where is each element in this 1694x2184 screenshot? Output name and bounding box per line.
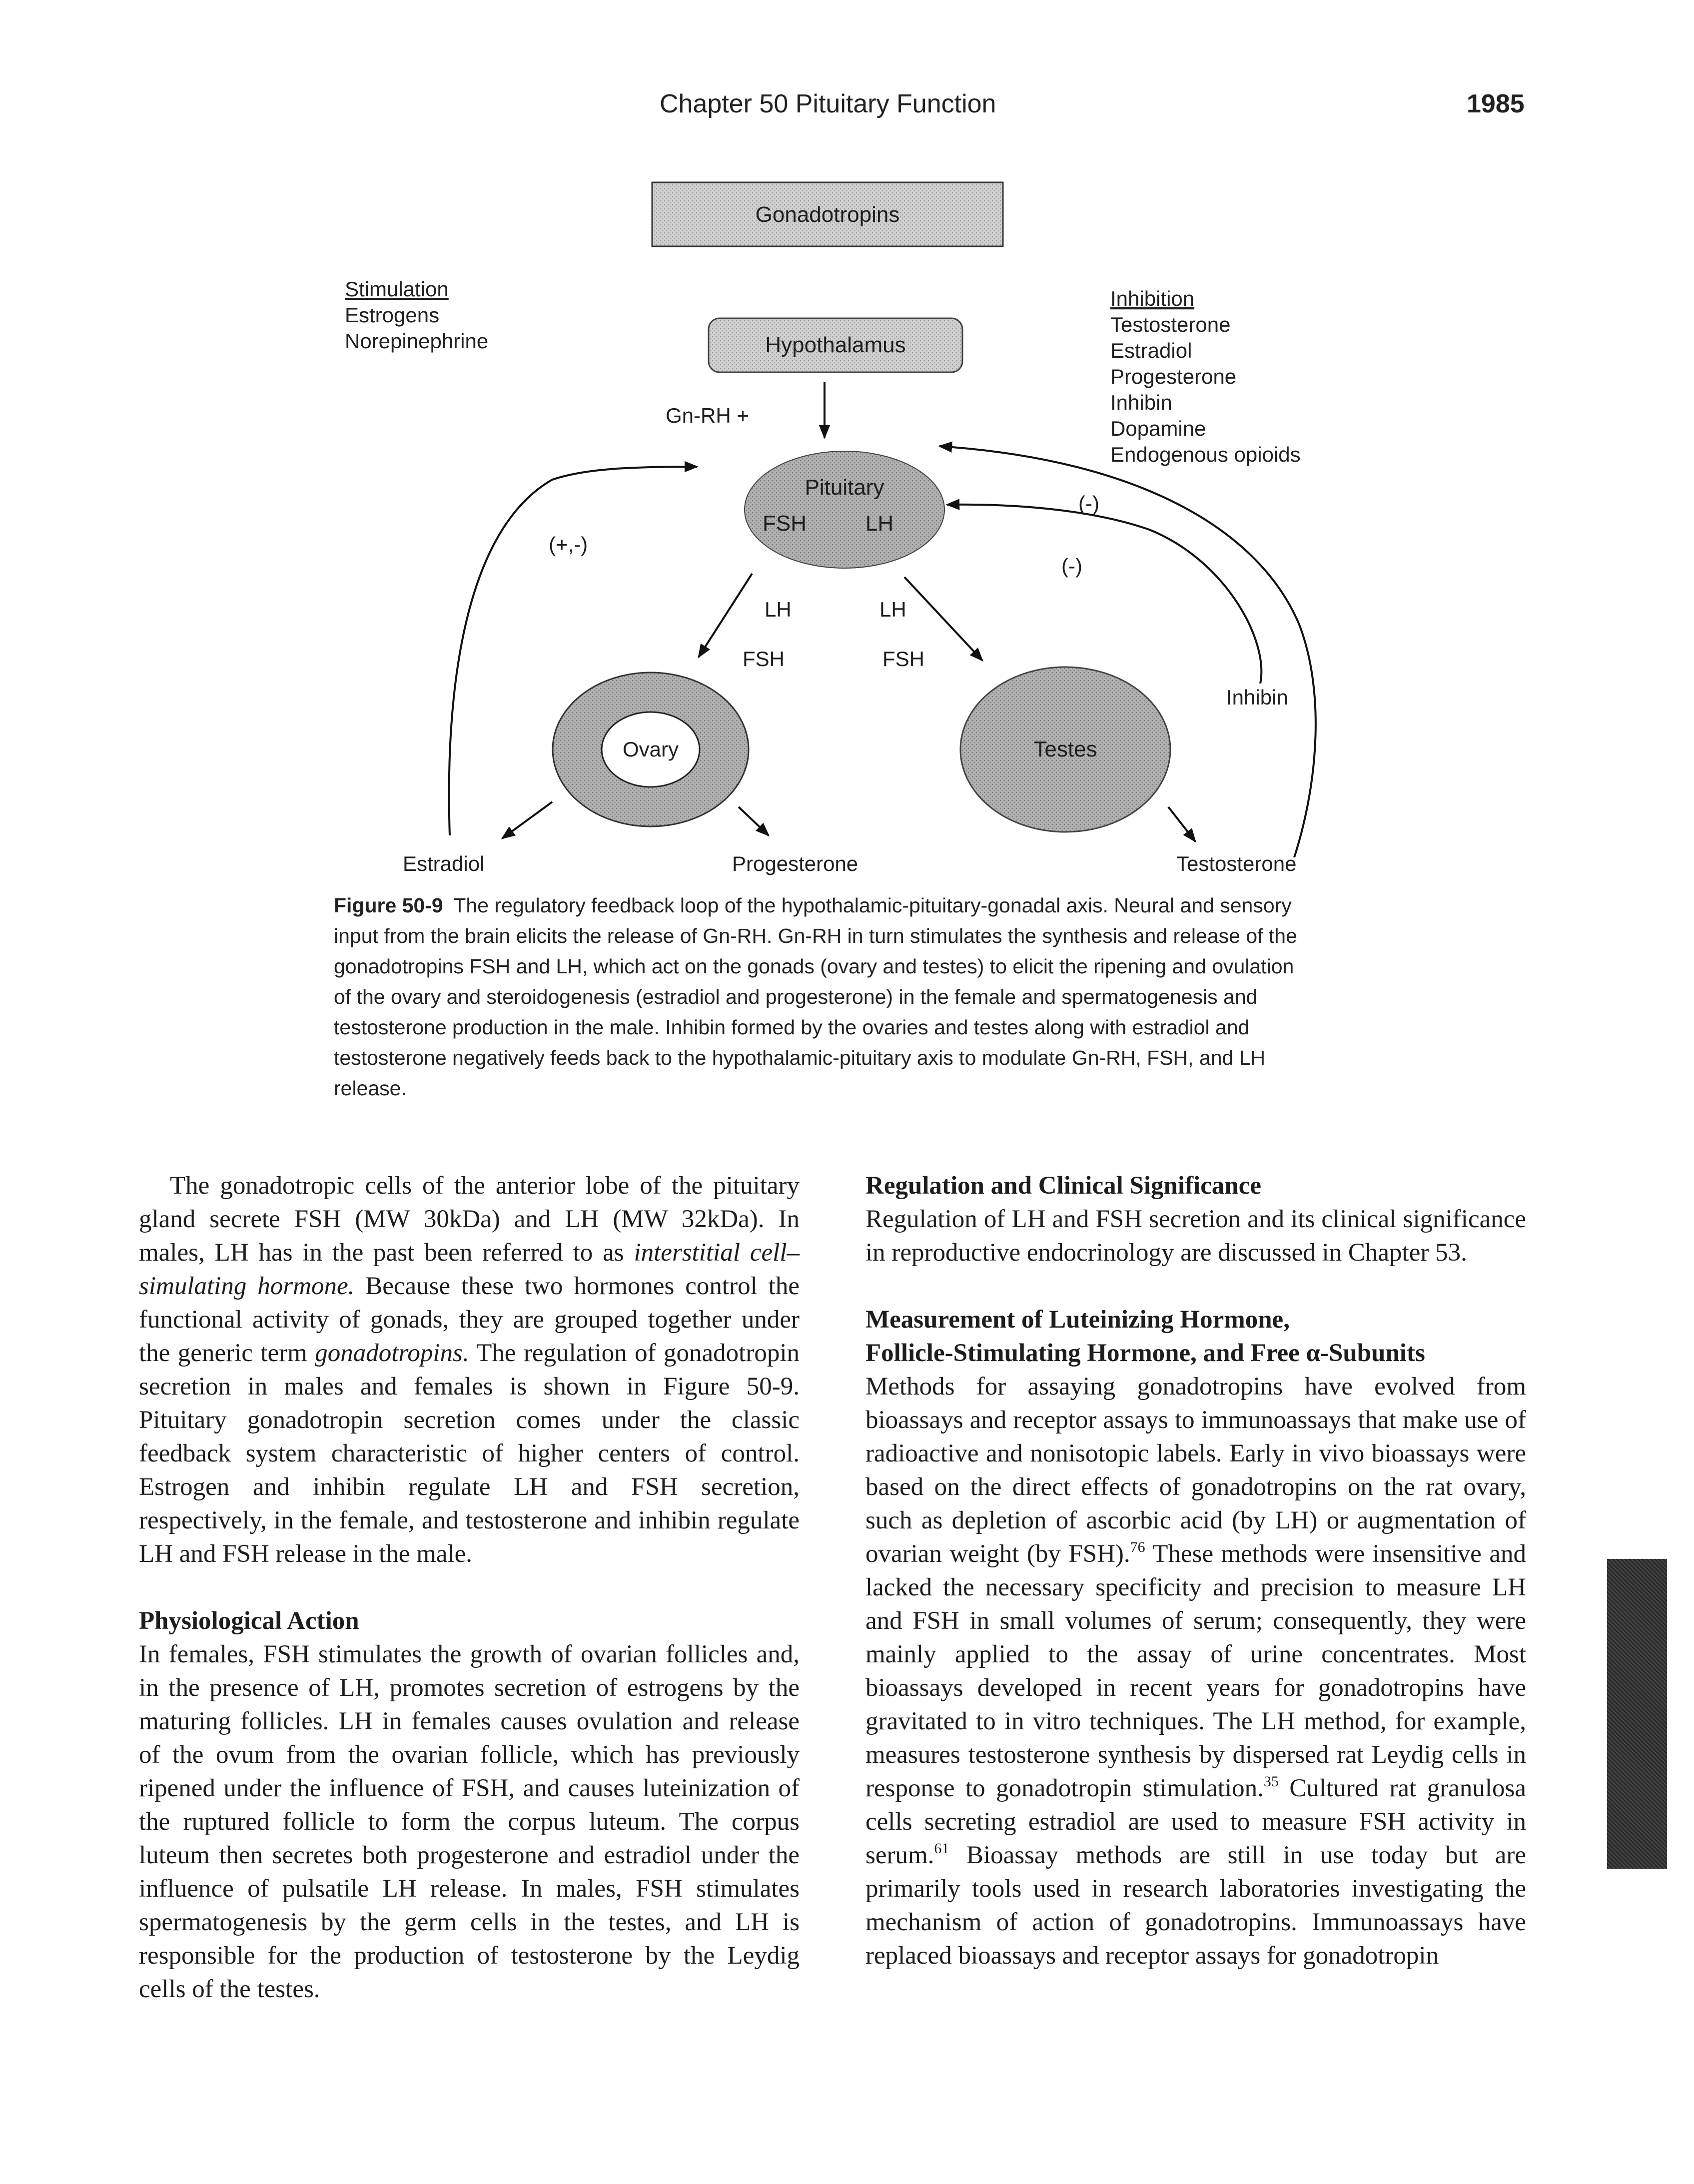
gonadotropins-box: [651, 181, 1004, 247]
figure-label: Figure 50-9: [334, 894, 443, 917]
inhibition-item: Progesterone: [1110, 365, 1236, 388]
text-run: The regulation of gonadotropin secretion…: [139, 1339, 800, 1568]
pituitary-to-testes-arrow: [903, 576, 983, 662]
gonadotropins-label: Gonadotropins: [756, 202, 900, 227]
left-feedback-arrow: [448, 461, 699, 836]
stimulation-heading: Stimulation: [345, 277, 449, 301]
text-run: Cultured rat granulosa cells secreting e…: [865, 1774, 1526, 1869]
text-run: Methods for assaying gonadotropins have …: [865, 1373, 1526, 1568]
estradiol-label: Estradiol: [403, 852, 484, 875]
pituitary-ellipse: [744, 451, 945, 569]
emphasis: gonadotropins.: [315, 1339, 469, 1367]
right-fsh-label: FSH: [882, 647, 924, 671]
page-number: 1985: [1467, 89, 1525, 118]
stimulation-item: Estrogens: [345, 303, 439, 327]
inhibition-heading: Inhibition: [1110, 287, 1194, 310]
measurement-heading: Measurement of Luteinizing Hormone, Folli…: [865, 1303, 1526, 1370]
text-run: The gonadotropic cells of the anterior l…: [139, 1172, 800, 1267]
inhibition-item: Dopamine: [1110, 417, 1206, 440]
physiological-action-heading: Physiological Action: [139, 1607, 359, 1635]
left-lh-label: LH: [765, 598, 792, 621]
inhibin-label: Inhibin: [1226, 686, 1288, 709]
pituitary-to-ovary-arrow: [698, 573, 753, 659]
inhibition-item: Endogenous opioids: [1110, 443, 1301, 466]
ovary-inner: [601, 711, 701, 788]
stimulation-item: Norepinephrine: [345, 329, 488, 353]
gnrh-label: Gn-RH +: [666, 404, 749, 427]
right-feedback-inner-arrow: [945, 499, 1263, 684]
pituitary-label: Pituitary: [805, 475, 884, 500]
hypothalamus-box: [708, 317, 963, 373]
pituitary-fsh-label: FSH: [763, 511, 807, 536]
reference-superscript: 76: [1130, 1539, 1145, 1555]
reference-superscript: 61: [934, 1840, 949, 1857]
left-fsh-label: FSH: [743, 647, 785, 671]
right-feedback-label-1: (-): [1078, 492, 1099, 515]
progesterone-label: Progesterone: [732, 852, 858, 875]
testes-to-testosterone-arrow: [1167, 806, 1196, 843]
testes-ellipse: [959, 666, 1171, 833]
measurement-paragraph: Methods for assaying gonadotropins have …: [865, 1370, 1526, 1973]
inhibition-item: Estradiol: [1110, 339, 1192, 362]
inhibition-item: Inhibin: [1110, 391, 1172, 414]
regulation-paragraph: Regulation of LH and FSH secretion and i…: [865, 1205, 1526, 1267]
inhibition-item: Testosterone: [1110, 313, 1230, 336]
feedback-loop-diagram: Gonadotropins Hypothalamus Gn-RH + Pitui…: [345, 181, 1317, 875]
ovary-to-estradiol-arrow: [501, 801, 553, 839]
ovary-label: Ovary: [623, 737, 679, 761]
left-feedback-label: (+,-): [549, 533, 588, 556]
physiological-action-paragraph: In females, FSH stimulates the growth of…: [139, 1640, 800, 2003]
regulation-heading: Regulation and Clinical Significance: [865, 1172, 1261, 1200]
running-head: Chapter 50 Pituitary Function: [660, 89, 996, 118]
ovary-to-progesterone-arrow: [738, 806, 770, 836]
right-column: Regulation and Clinical Significance Reg…: [865, 1169, 1526, 1973]
testes-label: Testes: [1033, 737, 1097, 761]
pituitary-lh-label: LH: [865, 511, 893, 536]
caption-text: The regulatory feedback loop of the hypo…: [334, 894, 1297, 1100]
text-run: These methods were insensitive and lacke…: [865, 1540, 1526, 1802]
heading-line: Follicle-Stimulating Hormone, and Free α…: [865, 1339, 1425, 1367]
intro-paragraph: The gonadotropic cells of the anterior l…: [139, 1169, 800, 1571]
testosterone-label: Testosterone: [1176, 852, 1296, 875]
emphasis: interstitial cell–simulating hormone.: [139, 1239, 800, 1300]
right-lh-label: LH: [879, 598, 906, 621]
text-run: Bioassay methods are still in use today …: [865, 1841, 1526, 1970]
right-feedback-outer-arrow: [938, 441, 1317, 858]
figure-caption: Figure 50-9 The regulatory feedback loop…: [334, 890, 1308, 1104]
reference-superscript: 35: [1263, 1773, 1279, 1790]
left-column: The gonadotropic cells of the anterior l…: [139, 1169, 800, 2006]
chapter-thumb-tab: [1607, 1559, 1667, 1869]
heading-line: Measurement of Luteinizing Hormone,: [865, 1306, 1290, 1334]
text-run: Because these two hormones control the f…: [139, 1272, 800, 1367]
right-feedback-label-2: (-): [1061, 554, 1082, 578]
hypothalamus-label: Hypothalamus: [765, 333, 905, 357]
